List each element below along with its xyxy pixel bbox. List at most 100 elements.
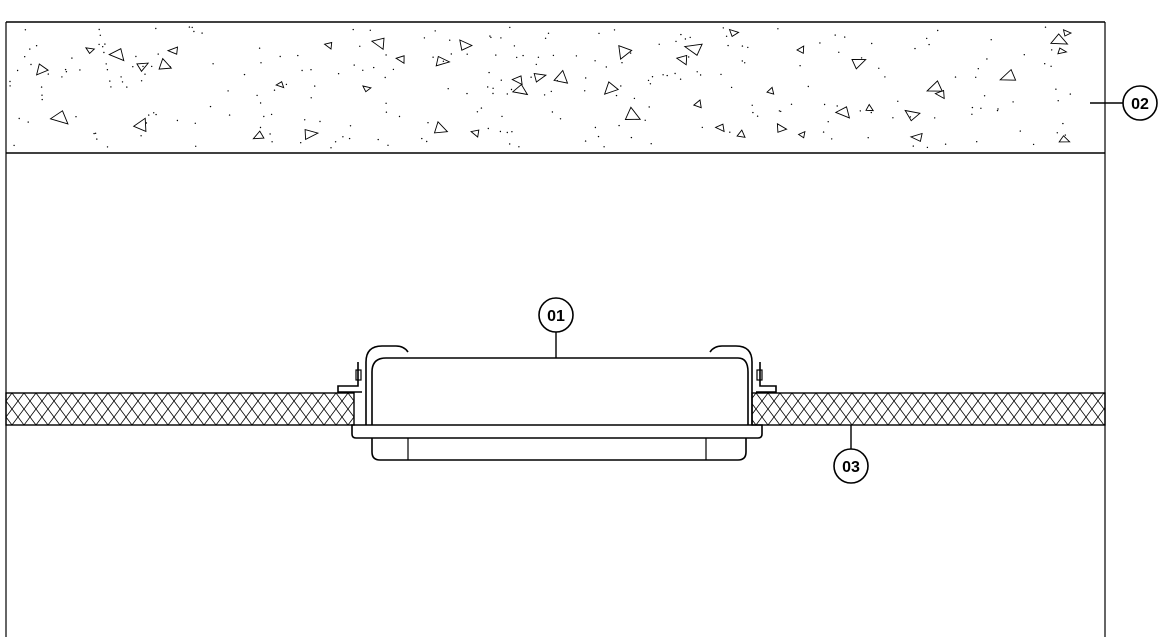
- concrete-aggregate: [736, 129, 746, 138]
- concrete-dot: [986, 58, 988, 60]
- ceiling-board-layer: [5, 392, 1106, 426]
- concrete-aggregate: [158, 57, 173, 70]
- callout-02: 02: [1090, 85, 1158, 121]
- concrete-dot: [822, 131, 825, 133]
- concrete-dot: [778, 110, 781, 112]
- concrete-dot: [148, 114, 150, 116]
- concrete-dot: [996, 109, 999, 112]
- concrete-aggregate: [618, 45, 633, 60]
- concrete-dot: [1051, 49, 1053, 51]
- concrete-dot: [300, 142, 302, 144]
- concrete-dot: [662, 74, 664, 76]
- concrete-dot: [334, 141, 337, 143]
- concrete-dot: [934, 117, 936, 119]
- concrete-dot: [834, 34, 836, 36]
- concrete-aggregate: [714, 123, 725, 133]
- concrete-dot: [871, 42, 873, 45]
- concrete-dot: [106, 146, 109, 148]
- concrete-dot: [543, 94, 546, 96]
- concrete-aggregate: [533, 73, 547, 83]
- concrete-dot: [153, 112, 155, 114]
- concrete-dot: [201, 32, 203, 34]
- concrete-dot: [1056, 132, 1059, 134]
- concrete-dot: [79, 69, 81, 71]
- concrete-aggregate: [766, 86, 775, 95]
- concrete-dot: [434, 30, 436, 32]
- concrete-dot: [1012, 101, 1014, 103]
- concrete-dot: [104, 43, 106, 45]
- concrete-dot: [384, 76, 386, 79]
- concrete-dot: [392, 68, 395, 71]
- concrete-dot: [926, 37, 928, 40]
- concrete-dot: [971, 113, 973, 116]
- cassette-unit: [337, 345, 777, 461]
- concrete-dot: [620, 85, 622, 87]
- concrete-dot: [1044, 63, 1046, 65]
- concrete-aggregate: [511, 75, 523, 86]
- concrete-dot: [727, 44, 729, 47]
- concrete-dot: [1055, 88, 1057, 90]
- concrete-dot: [126, 86, 128, 88]
- concrete-dot: [1057, 100, 1059, 102]
- concrete-dot: [377, 138, 379, 141]
- concrete-dot: [551, 111, 554, 113]
- concrete-aggregate: [435, 55, 451, 67]
- concrete-dot: [279, 55, 281, 58]
- concrete-dot: [701, 126, 703, 129]
- concrete-dot: [544, 37, 547, 39]
- concrete-dot: [752, 111, 754, 114]
- concrete-dot: [618, 124, 620, 127]
- concrete-dot: [1069, 93, 1072, 95]
- concrete-dot: [157, 53, 159, 55]
- concrete-dot: [151, 65, 153, 68]
- flange-plate: [351, 424, 763, 439]
- concrete-dot: [650, 143, 652, 145]
- concrete-aggregate: [1062, 29, 1073, 37]
- concrete-dot: [16, 69, 19, 72]
- concrete-dot: [892, 117, 894, 119]
- concrete-dot: [259, 126, 262, 129]
- concrete-dot: [744, 62, 746, 64]
- concrete-dot: [530, 76, 532, 78]
- concrete-dot: [310, 69, 312, 71]
- concrete-dot: [30, 63, 32, 66]
- concrete-dot: [511, 131, 513, 133]
- concrete-aggregate: [796, 45, 805, 55]
- concrete-dot: [741, 60, 743, 62]
- concrete-dot: [98, 43, 100, 46]
- concrete-dot: [362, 69, 364, 72]
- concrete-dot: [495, 54, 497, 56]
- concrete-dot: [385, 111, 388, 113]
- concrete-dot: [501, 115, 503, 118]
- unit-housing-inner: [365, 345, 409, 425]
- concrete-dot: [488, 71, 490, 74]
- concrete-dot: [651, 76, 654, 78]
- concrete-dot: [349, 125, 352, 127]
- concrete-dot: [64, 68, 67, 71]
- concrete-dot: [314, 85, 316, 87]
- concrete-aggregate: [834, 106, 851, 119]
- concrete-dot: [263, 115, 265, 118]
- concrete-dot: [870, 111, 872, 114]
- concrete-dot: [819, 42, 821, 44]
- concrete-dot: [584, 140, 587, 142]
- concrete-dot: [176, 119, 179, 122]
- concrete-dot: [121, 81, 124, 83]
- concrete-dot: [790, 103, 793, 106]
- concrete-dot: [807, 85, 809, 88]
- concrete-dot: [878, 67, 880, 70]
- concrete-dot: [466, 92, 468, 95]
- concrete-dot: [499, 130, 502, 133]
- concrete-dot: [41, 98, 43, 101]
- concrete-dot: [799, 65, 801, 67]
- concrete-dot: [227, 90, 229, 92]
- concrete-dot: [476, 111, 479, 113]
- concrete-dot: [466, 53, 468, 55]
- concrete-dot: [480, 107, 483, 109]
- concrete-dot: [909, 116, 912, 118]
- concrete-dot: [105, 63, 107, 65]
- concrete-dot: [423, 37, 426, 39]
- concrete-aggregate: [362, 85, 372, 93]
- concrete-dot: [447, 88, 449, 90]
- concrete-dot: [155, 113, 157, 116]
